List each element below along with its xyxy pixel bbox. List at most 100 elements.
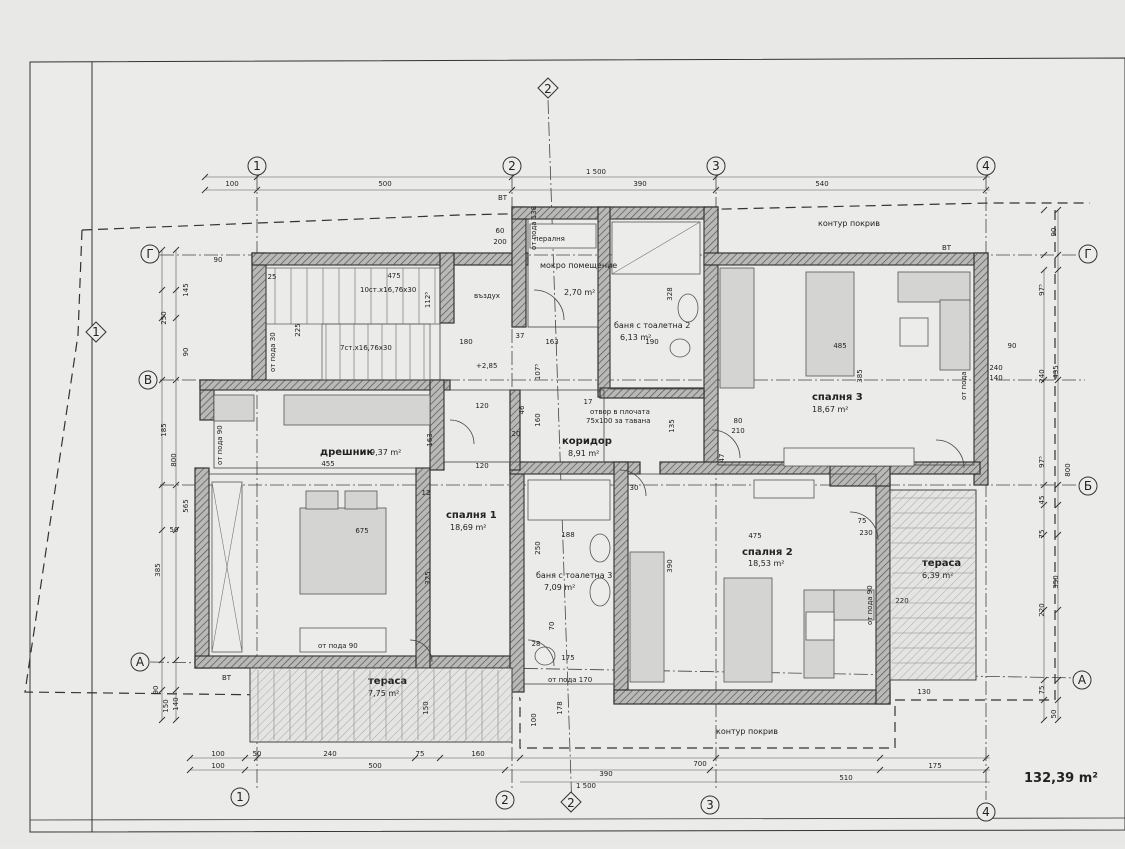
dimension-tick xyxy=(172,246,180,254)
dim-bottom-390: 390 xyxy=(599,770,612,778)
dim-bottom-total: 1 500 xyxy=(576,782,596,790)
room-name-bath2: баня с тоалетна 2 xyxy=(614,321,690,330)
room-area-bedroom3: 18,67 m² xyxy=(812,405,848,414)
dim-30: 30 xyxy=(630,484,639,492)
note-vt-left: ВТ xyxy=(222,674,232,682)
dim-right-350: 350 xyxy=(1052,575,1060,588)
dim-17: 17 xyxy=(584,398,593,406)
dim-25: 25 xyxy=(268,273,277,281)
dim-485: 485 xyxy=(833,342,846,350)
axis-label: Г xyxy=(1084,247,1091,261)
dim-210: 210 xyxy=(731,427,744,435)
axis-bubble-bottom-4: 4 xyxy=(976,802,996,822)
axis-bubble-bottom-2prime: 2 xyxy=(560,791,582,813)
dim-left-385: 385 xyxy=(154,563,162,576)
dim-250: 250 xyxy=(534,541,542,554)
dimension-tick xyxy=(1040,376,1048,384)
note-from-floor-90b: от пода 90 xyxy=(318,642,358,650)
room-area-wardrobe: 9,37 m² xyxy=(370,448,401,457)
dimension-tick xyxy=(1054,531,1062,539)
wardrobe-bedroom3 xyxy=(719,267,755,389)
note-from-floor-170: от пода 170 xyxy=(548,676,592,684)
room-area-terrace-left: 7,75 m² xyxy=(368,689,399,698)
axis-bubble-top-3: 3 xyxy=(706,156,726,176)
axis-label: 2 xyxy=(567,796,575,810)
axis-label: 2 xyxy=(544,82,552,96)
dimension-tick xyxy=(1054,266,1062,274)
note-roof-contour-bottom: контур покрив xyxy=(716,727,778,736)
dim-12: 12 xyxy=(422,489,431,497)
dim-120b: 120 xyxy=(475,462,488,470)
room-name-bath3: баня с тоалетна 3 xyxy=(536,571,612,580)
bed-bedroom3 xyxy=(805,271,855,377)
axis-label: 1 xyxy=(253,159,261,173)
dim-455: 455 xyxy=(321,460,334,468)
dim-bottom-240: 240 xyxy=(323,750,336,758)
dimension-lines xyxy=(161,176,1059,783)
dimension-tick xyxy=(712,754,720,762)
axis-label: А xyxy=(1078,673,1087,687)
dimension-tick xyxy=(508,186,516,194)
dim-475a: 475 xyxy=(387,272,400,280)
dim-left-150: 150 xyxy=(162,699,170,712)
note-from-floor-138: от пода 138 xyxy=(530,206,538,250)
dim-left-140: 140 xyxy=(172,697,180,710)
dimension-tick xyxy=(158,656,166,664)
note-air: въздух xyxy=(474,292,500,300)
axis-label: 1 xyxy=(92,325,100,339)
staircase xyxy=(265,267,441,381)
dimension-tick xyxy=(172,376,180,384)
dimension-tick xyxy=(1054,376,1062,384)
dimension-tick xyxy=(1040,251,1048,259)
dimension-tick xyxy=(241,766,249,774)
axis-label: 4 xyxy=(982,805,990,819)
axis-label: 1 xyxy=(236,790,244,804)
roof-contour-right xyxy=(519,210,1056,749)
axis-bubble-bottom-1: 1 xyxy=(230,787,250,807)
note-from-floor-90a: от пода 90 xyxy=(216,425,224,465)
dimension-tick xyxy=(1040,481,1048,489)
note-stairs-upper: 10ст.х16,76х30 xyxy=(360,286,416,294)
furniture xyxy=(211,221,971,683)
dimension-tick xyxy=(1040,606,1048,614)
dim-left-50: 50 xyxy=(170,526,179,534)
dimension-tick xyxy=(982,754,990,762)
dim-175: 175 xyxy=(561,654,574,662)
dimension-tick xyxy=(1054,606,1062,614)
dim-right-97b: 97⁵ xyxy=(1038,456,1046,468)
axis-bubble-right-A: А xyxy=(1072,670,1092,690)
bed-bedroom1 xyxy=(299,507,387,595)
room-area-wetroom: 2,70 m² xyxy=(564,288,595,297)
dim-right-435: 435 xyxy=(1052,365,1060,378)
dimension-tick xyxy=(158,314,166,322)
dim-163b: 163 xyxy=(545,338,558,346)
dimension-tick xyxy=(158,526,166,534)
bathtub-bath3 xyxy=(527,479,611,521)
dim-right-90: 90 xyxy=(1050,228,1058,237)
dims-left: 90 145 250 90 185 800 565 50 385 90 150 … xyxy=(152,256,222,713)
dimension-tick xyxy=(172,286,180,294)
dim-right-75: 75 xyxy=(1038,530,1046,539)
dim-bottom-175: 175 xyxy=(928,762,941,770)
dim-top-540: 540 xyxy=(815,180,828,188)
dim-130: 130 xyxy=(917,688,930,696)
axis-label: 2 xyxy=(501,793,509,807)
dimension-tick xyxy=(1054,481,1062,489)
dim-bottom-700: 700 xyxy=(693,760,706,768)
note-vt-right: ВТ xyxy=(942,244,952,252)
dimension-tick xyxy=(1040,676,1048,684)
dim-28: 28 xyxy=(532,640,541,648)
dims-interior: 475 475 180 485 455 675 325 390 385 163 … xyxy=(268,227,1017,727)
dimension-tick xyxy=(158,716,166,724)
dim-190: 190 xyxy=(645,338,658,346)
dimension-tick xyxy=(253,186,261,194)
dimension-tick xyxy=(501,766,509,774)
dim-left-90c: 90 xyxy=(152,686,160,695)
dim-107: 107⁵ xyxy=(534,364,542,380)
axis-label: 3 xyxy=(712,159,720,173)
dimension-tick xyxy=(1040,716,1048,724)
dimension-tick xyxy=(172,314,180,322)
dim-100: 100 xyxy=(530,713,538,726)
dimension-tick xyxy=(516,754,524,762)
dimension-tick xyxy=(172,686,180,694)
